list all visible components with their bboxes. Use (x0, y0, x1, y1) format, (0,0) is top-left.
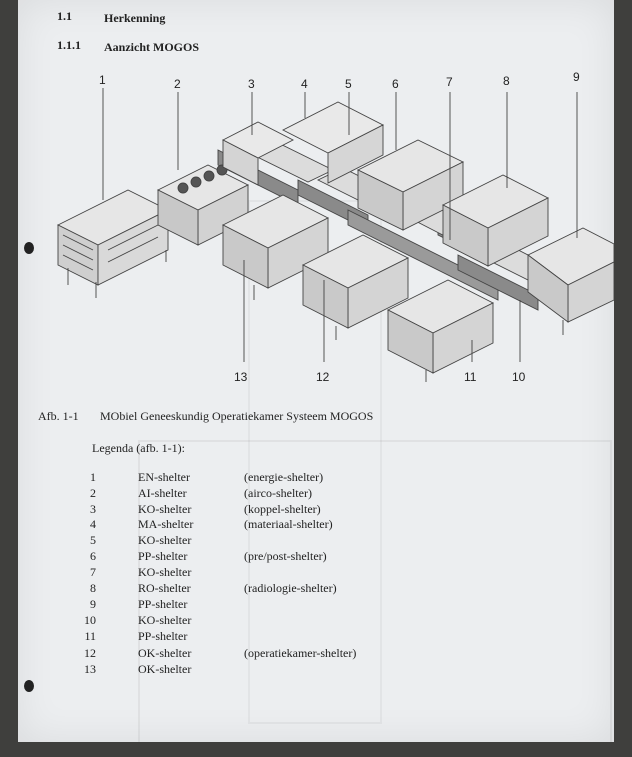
legend-number: 12 (84, 646, 96, 660)
legend-row: 6 PP-shelter (pre/post-shelter) (80, 549, 600, 565)
legend-description: (pre/post-shelter) (244, 549, 327, 563)
legend-name: KO-shelter (138, 533, 192, 547)
legend-number: 3 (90, 502, 96, 516)
legend-number: 1 (90, 470, 96, 484)
legend-name: EN-shelter (138, 470, 190, 484)
legend-number: 7 (90, 565, 96, 579)
legend-name: PP-shelter (138, 629, 188, 643)
legend-row: 4 MA-shelter (materiaal-shelter) (80, 517, 600, 533)
callout-label: 13 (234, 370, 248, 384)
legend-row: 5 KO-shelter (80, 533, 600, 549)
callout-label: 11 (464, 370, 477, 384)
callout-label: 3 (248, 77, 255, 91)
legend-name: KO-shelter (138, 502, 192, 516)
legend-number: 13 (84, 662, 96, 676)
punch-hole (24, 242, 34, 254)
legend-row: 13 OK-shelter (80, 662, 600, 678)
legend-number: 8 (90, 581, 96, 595)
callout-label: 5 (345, 77, 352, 91)
legend-row: 2 AI-shelter (airco-shelter) (80, 486, 600, 502)
legend-name: RO-shelter (138, 581, 191, 595)
legend-name: KO-shelter (138, 565, 192, 579)
callout-label: 9 (573, 70, 580, 84)
legend-name: PP-shelter (138, 597, 188, 611)
section-number: 1.1 (57, 9, 72, 23)
mogos-illustration (56, 88, 614, 382)
figure-caption: MObiel Geneeskundig Operatiekamer Systee… (100, 409, 374, 423)
legend-row: 8 RO-shelter (radiologie-shelter) (80, 581, 600, 597)
legend-row: 1 EN-shelter (energie-shelter) (80, 470, 600, 486)
legend-name: MA-shelter (138, 517, 194, 531)
callout-label: 7 (446, 75, 453, 89)
callout-label: 4 (301, 77, 308, 91)
legend-number: 6 (90, 549, 96, 563)
legend-row: 7 KO-shelter (80, 565, 600, 581)
legend-name: AI-shelter (138, 486, 187, 500)
legend-number: 10 (84, 613, 96, 627)
legend-description: (airco-shelter) (244, 486, 312, 500)
legend-description: (materiaal-shelter) (244, 517, 333, 531)
callout-label: 1 (99, 73, 106, 87)
legend-number: 9 (90, 597, 96, 611)
legend-description: (koppel-shelter) (244, 502, 321, 516)
callout-label: 8 (503, 74, 510, 88)
section-title: Herkenning (104, 11, 166, 25)
callout-label: 12 (316, 370, 330, 384)
legend-name: OK-shelter (138, 662, 192, 676)
legend-row: 10 KO-shelter (80, 613, 600, 629)
subsection-number: 1.1.1 (57, 38, 81, 52)
legend-number: 2 (90, 486, 96, 500)
legend-name: OK-shelter (138, 646, 192, 660)
callout-label: 10 (512, 370, 526, 384)
subsection-title: Aanzicht MOGOS (104, 40, 199, 54)
callout-label: 2 (174, 77, 181, 91)
legend-description: (energie-shelter) (244, 470, 324, 484)
legend-row: 9 PP-shelter (80, 597, 600, 613)
legend-row: 3 KO-shelter (koppel-shelter) (80, 502, 600, 518)
legend-number: 4 (90, 517, 96, 531)
legend-title: Legenda (afb. 1-1): (92, 441, 185, 455)
legend-number: 11 (84, 629, 96, 643)
figure-label: Afb. 1-1 (38, 409, 79, 423)
legend-name: KO-shelter (138, 613, 192, 627)
legend-row: 12 OK-shelter (operatiekamer-shelter) (80, 646, 600, 662)
document-page: 1.1 Herkenning 1.1.1 Aanzicht MOGOS (18, 0, 614, 742)
legend-description: (radiologie-shelter) (244, 581, 337, 595)
punch-hole (24, 680, 34, 692)
legend-number: 5 (90, 533, 96, 547)
legend-description: (operatiekamer-shelter) (244, 646, 357, 660)
legend-name: PP-shelter (138, 549, 188, 563)
legend-row: 11 PP-shelter (80, 629, 600, 645)
callout-label: 6 (392, 77, 399, 91)
